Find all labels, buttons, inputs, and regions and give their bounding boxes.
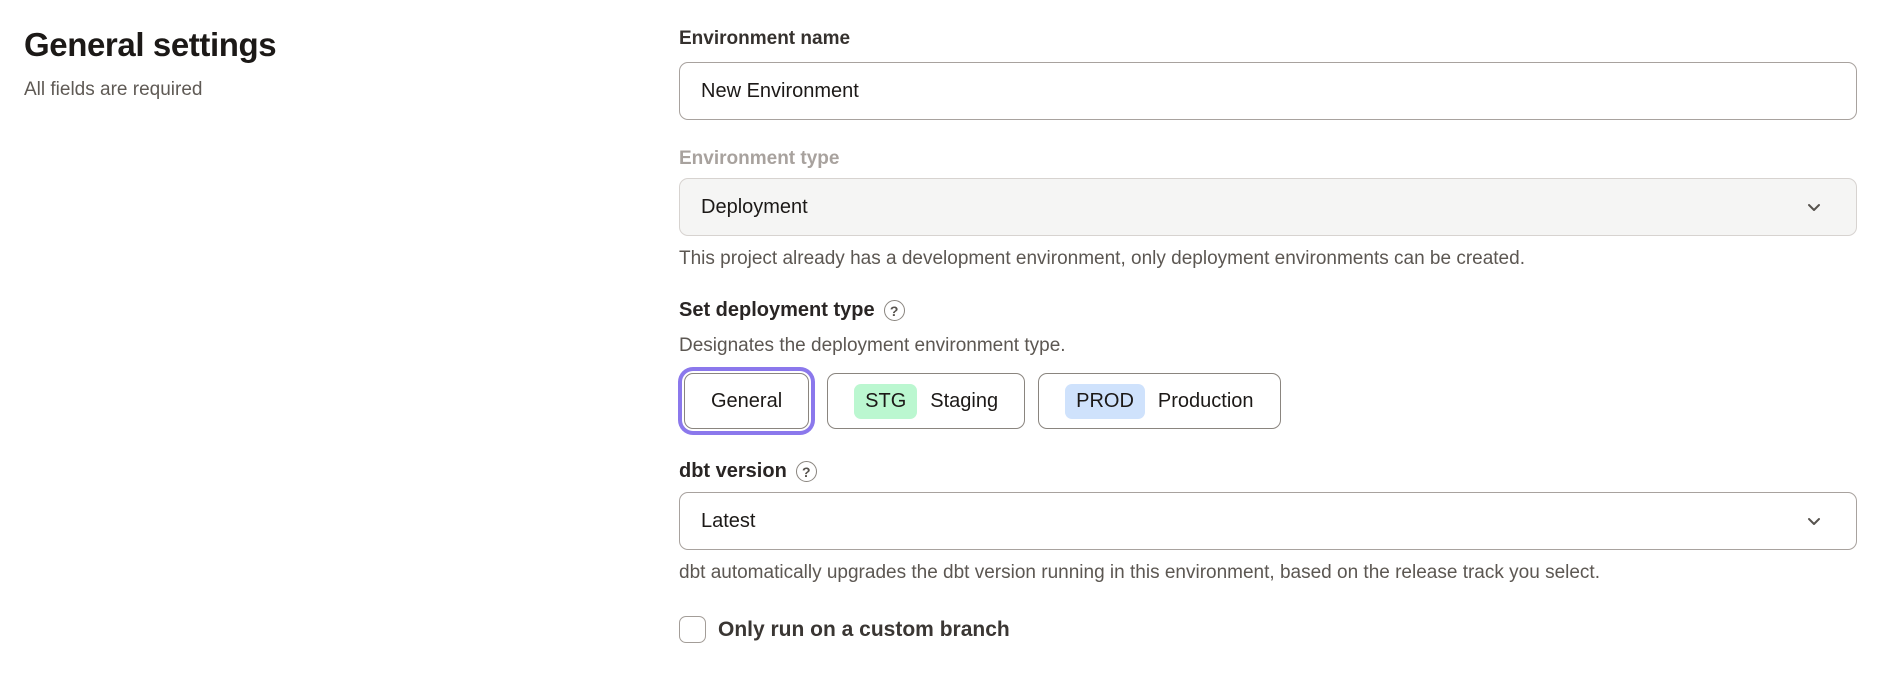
- deployment-type-description: Designates the deployment environment ty…: [679, 335, 1066, 356]
- deployment-type-staging-button[interactable]: STG Staging: [827, 373, 1026, 429]
- deployment-type-general-button[interactable]: General: [684, 373, 810, 429]
- custom-branch-row: Only run on a custom branch: [679, 616, 1857, 643]
- dbt-version-helper: dbt automatically upgrades the dbt versi…: [679, 562, 1600, 583]
- chevron-down-icon: [1808, 518, 1820, 525]
- environment-type-helper: This project already has a development e…: [679, 248, 1525, 269]
- staging-button-label: Staging: [930, 389, 999, 412]
- general-button-label: General: [711, 389, 783, 412]
- environment-type-select: Deployment: [679, 178, 1857, 236]
- settings-header: General settings All fields are required: [24, 26, 277, 101]
- production-button-label: Production: [1157, 389, 1254, 412]
- deployment-type-production-button[interactable]: PROD Production: [1038, 373, 1281, 429]
- environment-type-label: Environment type: [679, 148, 840, 169]
- production-badge: PROD: [1065, 383, 1145, 419]
- page-subtitle: All fields are required: [24, 79, 203, 100]
- deployment-type-options: General STG Staging PROD Production: [679, 373, 1857, 429]
- deployment-type-label: Set deployment type: [679, 299, 875, 321]
- question-mark-circle-icon[interactable]: ?: [795, 461, 817, 482]
- custom-branch-checkbox[interactable]: [679, 616, 706, 643]
- dbt-version-value: Latest: [701, 509, 756, 532]
- dbt-version-label-row: dbt version ?: [679, 459, 1857, 484]
- question-mark-circle-icon[interactable]: ?: [883, 300, 905, 321]
- environment-settings-form: Environment name Environment type Deploy…: [679, 28, 1857, 643]
- environment-type-value: Deployment: [701, 195, 808, 218]
- chevron-down-icon: [1808, 204, 1820, 211]
- custom-branch-label[interactable]: Only run on a custom branch: [718, 617, 1010, 641]
- dbt-version-select[interactable]: Latest: [679, 492, 1857, 550]
- deployment-type-label-row: Set deployment type ?: [679, 298, 1857, 323]
- staging-badge: STG: [854, 383, 918, 419]
- environment-name-label: Environment name: [679, 28, 851, 49]
- page-title: General settings: [24, 26, 277, 63]
- dbt-version-label: dbt version: [679, 460, 787, 482]
- environment-name-input[interactable]: [679, 62, 1857, 120]
